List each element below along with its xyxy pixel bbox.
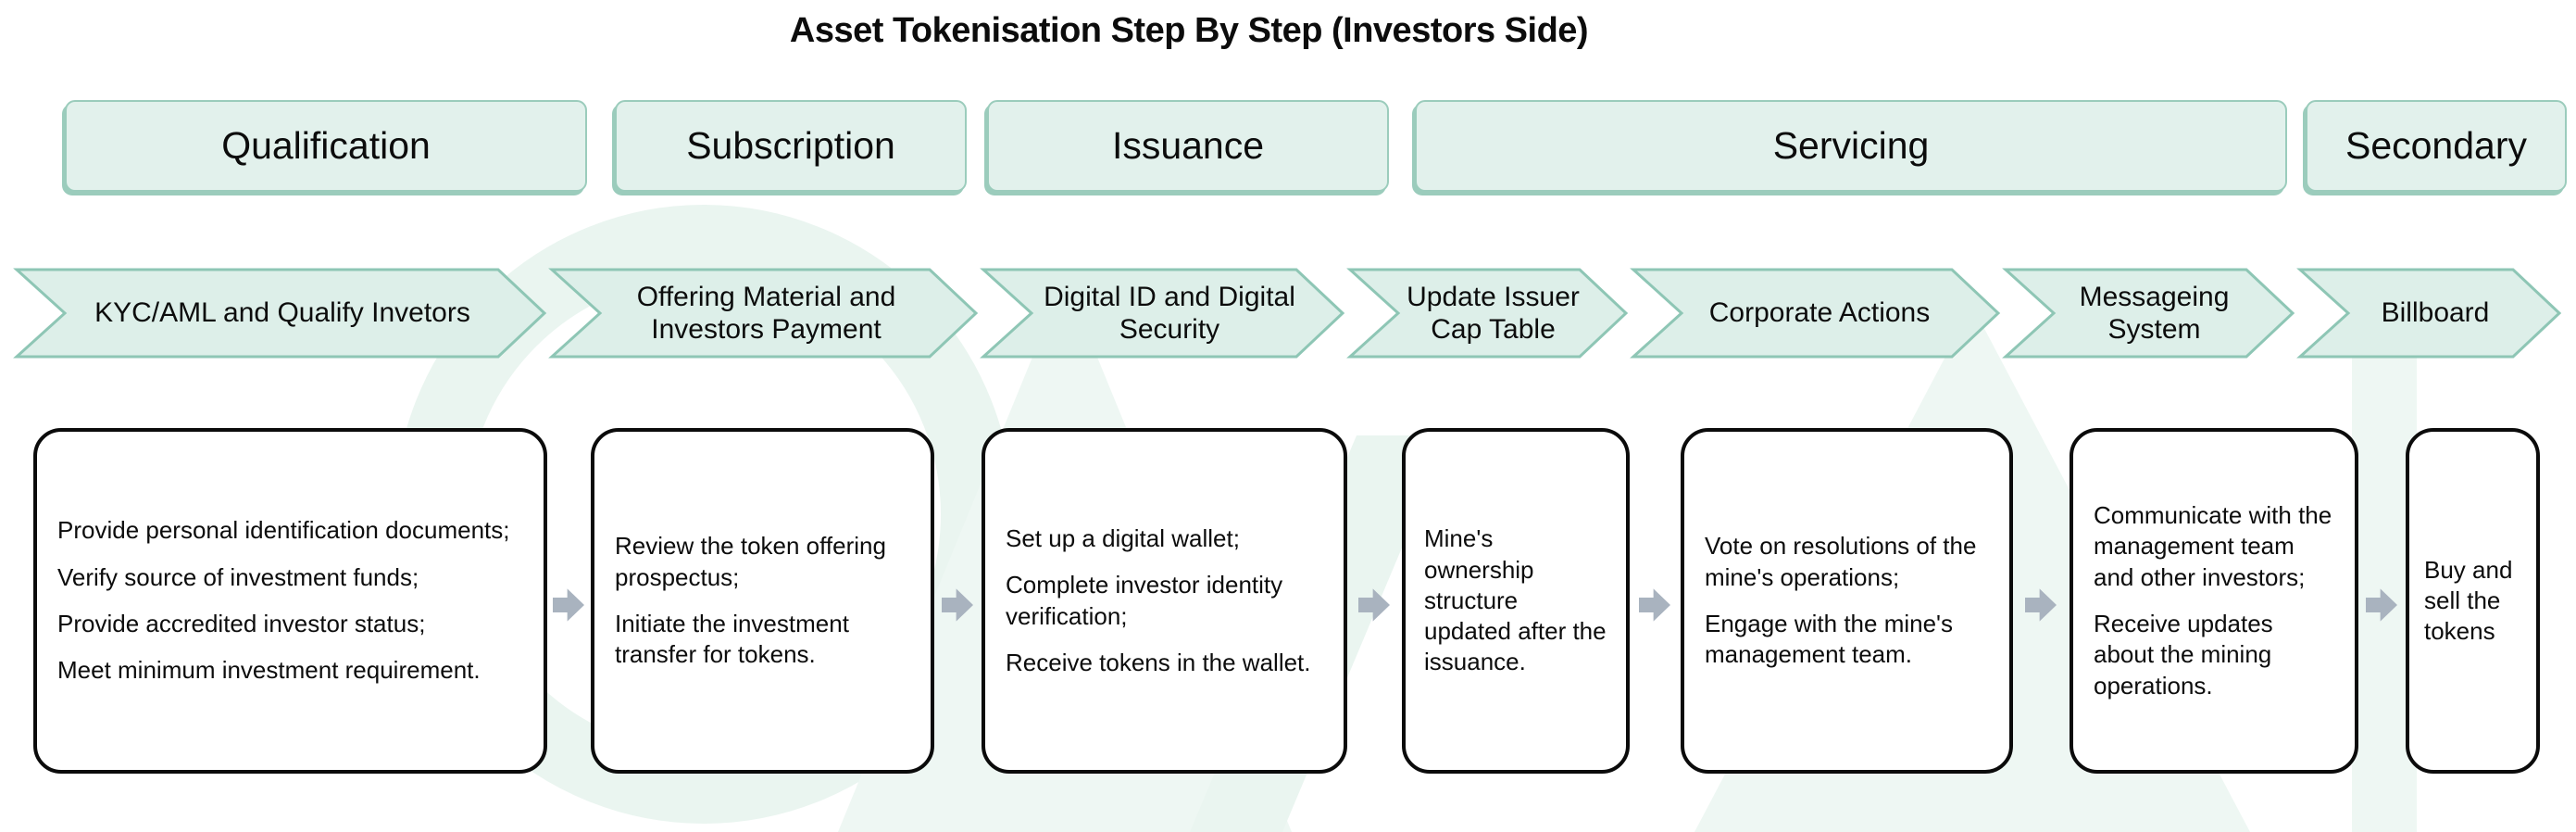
step-chevron-row: KYC/AML and Qualify Invetors Offering Ma… (0, 268, 2576, 359)
phase-label: Qualification (221, 124, 431, 167)
chevron-shapes (13, 268, 2562, 359)
detail-box-qualification: Provide personal identification document… (33, 428, 547, 774)
phase-box-qualification: Qualification (65, 100, 587, 192)
chevron-shape-4 (1346, 268, 1629, 359)
step-label-offering: Offering Material and Investors Payment (636, 281, 896, 345)
chevron-shape-5 (1630, 268, 2001, 359)
step-label-billboard: Billboard (2381, 297, 2490, 329)
detail-box-cap-table: Mine's ownership structure updated after… (1402, 428, 1630, 774)
chevron-shape-3 (980, 268, 1345, 359)
chevron-shape-1 (13, 268, 547, 359)
step-label-cap-table: Update Issuer Cap Table (1407, 281, 1580, 345)
step-label-corporate-actions: Corporate Actions (1708, 297, 1931, 329)
phase-box-servicing: Servicing (1415, 100, 2287, 192)
phase-label: Secondary (2345, 124, 2527, 167)
phase-label: Servicing (1772, 124, 1930, 167)
detail-box-corporate-actions: Vote on resolutions of the mine's operat… (1681, 428, 2013, 774)
step-label-digital-id: Digital ID and Digital Security (1044, 281, 1295, 345)
phase-label: Issuance (1111, 124, 1265, 167)
page-title: Asset Tokenisation Step By Step (Investo… (789, 11, 1589, 50)
phase-box-issuance: Issuance (987, 100, 1389, 192)
detail-box-issuance: Set up a digital wallet;Complete investo… (982, 428, 1347, 774)
step-label-messaging: Messageing System (2079, 281, 2230, 345)
chevron-shape-7 (2296, 268, 2562, 359)
phase-box-secondary: Secondary (2306, 100, 2567, 192)
detail-box-subscription: Review the token offering prospectus;Ini… (591, 428, 934, 774)
phase-box-subscription: Subscription (615, 100, 967, 192)
detail-box-messaging: Communicate with the management team and… (2070, 428, 2358, 774)
phase-label: Subscription (686, 124, 895, 167)
detail-box-secondary: Buy and sell the tokens (2406, 428, 2540, 774)
step-label-kyc: KYC/AML and Qualify Invetors (94, 297, 470, 329)
chevron-shape-2 (548, 268, 979, 359)
chevron-shape-6 (2002, 268, 2295, 359)
